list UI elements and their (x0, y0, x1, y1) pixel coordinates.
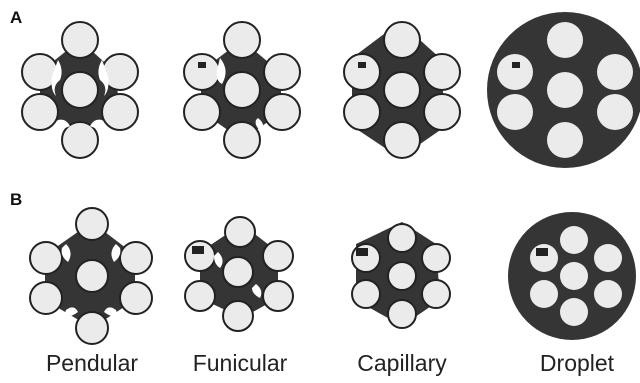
particle (547, 72, 583, 108)
particle (594, 280, 622, 308)
particle (424, 54, 460, 90)
particle (185, 241, 215, 271)
particle (594, 244, 622, 272)
particle (120, 242, 152, 274)
particle (76, 208, 108, 240)
particle (384, 22, 420, 58)
particle (223, 257, 253, 287)
particle (422, 280, 450, 308)
panel-a-pendular (22, 22, 138, 158)
particle (62, 22, 98, 58)
particle (184, 94, 220, 130)
particle (352, 280, 380, 308)
particle (560, 226, 588, 254)
particle (263, 241, 293, 271)
marker (356, 248, 368, 256)
particle (547, 22, 583, 58)
particle (184, 54, 220, 90)
particle (120, 282, 152, 314)
particle (547, 122, 583, 158)
row-a-panels (22, 12, 640, 168)
row-label-b: B (10, 190, 22, 210)
particle (224, 22, 260, 58)
particle-cluster (344, 22, 460, 158)
particle (263, 281, 293, 311)
particle (344, 54, 380, 90)
particle (30, 282, 62, 314)
marker (198, 62, 206, 68)
particle (22, 94, 58, 130)
particle (384, 122, 420, 158)
panel-b-capillary (352, 222, 450, 328)
particle (76, 312, 108, 344)
particle (264, 54, 300, 90)
particle (224, 72, 260, 108)
particle (422, 244, 450, 272)
marker (512, 62, 520, 68)
particle (424, 94, 460, 130)
state-label-funicular: Funicular (193, 350, 288, 377)
particle (225, 217, 255, 247)
particle (76, 260, 108, 292)
marker (358, 62, 366, 68)
state-label-capillary: Capillary (357, 350, 446, 377)
particle (62, 72, 98, 108)
particle (560, 262, 588, 290)
panel-a-funicular (184, 22, 300, 158)
marker (192, 246, 204, 254)
particle (388, 224, 416, 252)
particle (497, 94, 533, 130)
particle (223, 301, 253, 331)
row-label-a: A (10, 8, 22, 28)
particle (388, 300, 416, 328)
particle (597, 94, 633, 130)
particle (344, 94, 380, 130)
particle (388, 262, 416, 290)
row-b-panels (30, 208, 636, 344)
particle-cluster (184, 22, 300, 158)
particle-cluster (22, 22, 138, 158)
particle (102, 94, 138, 130)
panel-a-droplet (487, 12, 640, 168)
state-label-droplet: Droplet (540, 350, 614, 377)
particle (530, 280, 558, 308)
particle (264, 94, 300, 130)
panel-b-droplet (508, 212, 636, 340)
particle (597, 54, 633, 90)
particle (497, 54, 533, 90)
panel-a-capillary (344, 22, 460, 158)
particle (62, 122, 98, 158)
particle (560, 298, 588, 326)
panel-b-pendular (30, 208, 152, 344)
panel-b-funicular (185, 217, 293, 331)
particle (30, 242, 62, 274)
particle (384, 72, 420, 108)
particle (224, 122, 260, 158)
state-label-pendular: Pendular (46, 350, 138, 377)
marker (536, 248, 548, 256)
particle (185, 281, 215, 311)
